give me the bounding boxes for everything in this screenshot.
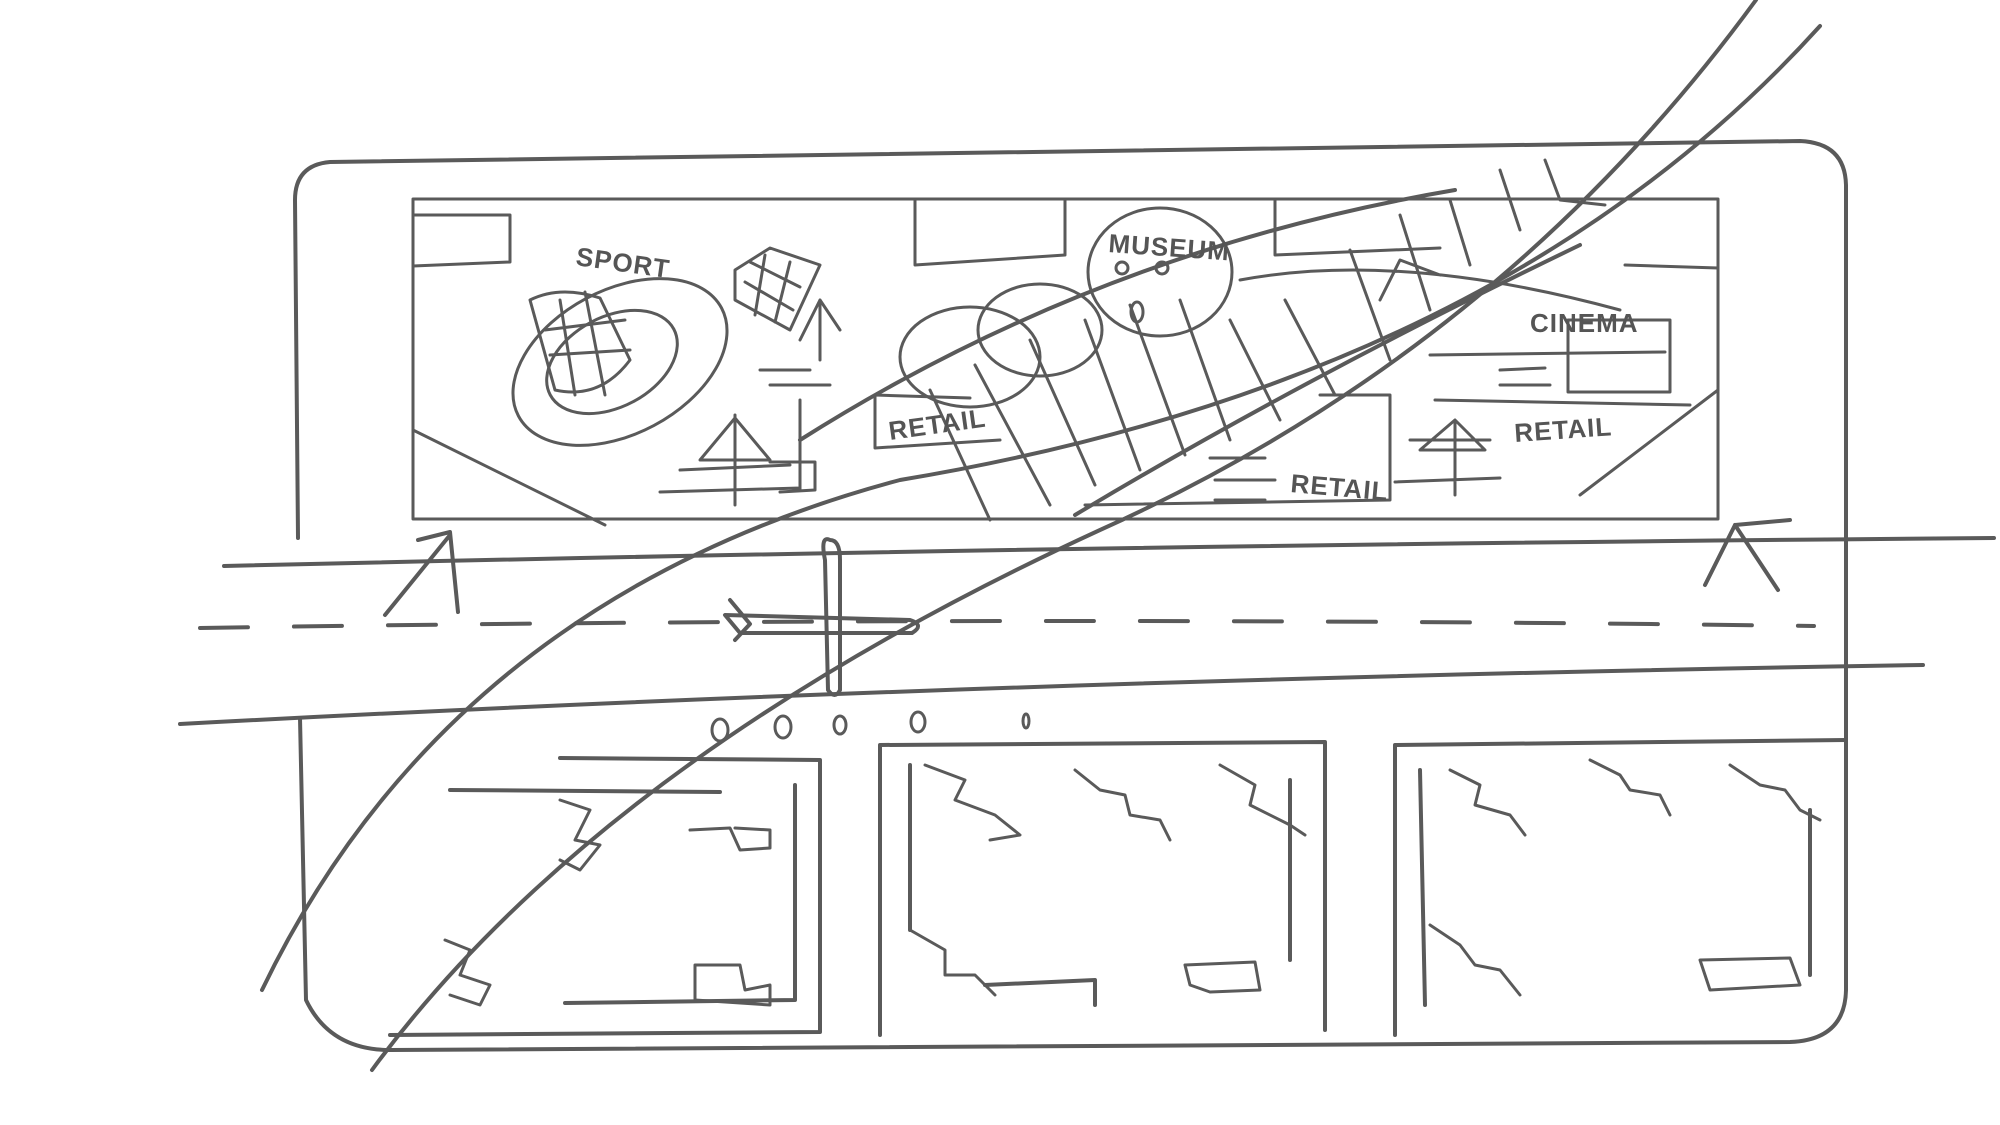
label-sport: SPORT	[574, 241, 672, 284]
cinema-building	[1566, 318, 1672, 394]
label-retail-right: RETAIL	[1513, 411, 1613, 448]
entry-arrow-icon	[383, 530, 460, 617]
residential-block-1	[388, 756, 822, 1037]
site-boundary-top	[293, 139, 1848, 1052]
rail-curve-outer	[260, 24, 1822, 992]
building-corner-right	[1578, 263, 1720, 497]
building-top-left	[411, 213, 512, 268]
plaza-circle	[898, 305, 1042, 409]
label-museum: MUSEUM	[1108, 228, 1231, 266]
sport-court-grid	[528, 290, 632, 397]
road-edge-top	[222, 536, 1996, 568]
housing-clusters	[443, 758, 1822, 1007]
museum-detail	[1114, 260, 1130, 276]
airplane-icon	[723, 537, 920, 697]
retail-block-center	[1083, 393, 1392, 507]
bridge-crossing-line	[1238, 258, 1622, 312]
entry-arrow-icon	[1703, 518, 1792, 592]
bridge-hatching	[928, 158, 1607, 522]
tree-icon	[758, 298, 842, 387]
building-corner-left	[411, 428, 607, 527]
tree-icon	[658, 398, 817, 507]
retail-block-left	[873, 393, 1002, 450]
label-cinema: CINEMA	[1530, 308, 1639, 338]
museum-building	[1086, 206, 1234, 338]
building-top-right	[1273, 197, 1442, 257]
plaza-circle	[976, 282, 1104, 378]
rail-curve-inner	[370, 0, 1758, 1072]
label-retail-left: RETAIL	[887, 403, 988, 446]
bridge-edge-upper	[798, 188, 1457, 442]
bollard-row	[710, 710, 1031, 743]
residential-block-2	[878, 740, 1327, 1037]
road-edge-bottom	[178, 663, 1925, 726]
building-top-middle	[913, 197, 1067, 267]
sport-court-2	[733, 246, 822, 332]
tree-icon	[1208, 366, 1552, 502]
stadium-field	[545, 308, 679, 416]
road-centerline	[198, 618, 1816, 630]
residential-block-3	[1393, 738, 1848, 1037]
retail-block-right	[1428, 350, 1692, 407]
